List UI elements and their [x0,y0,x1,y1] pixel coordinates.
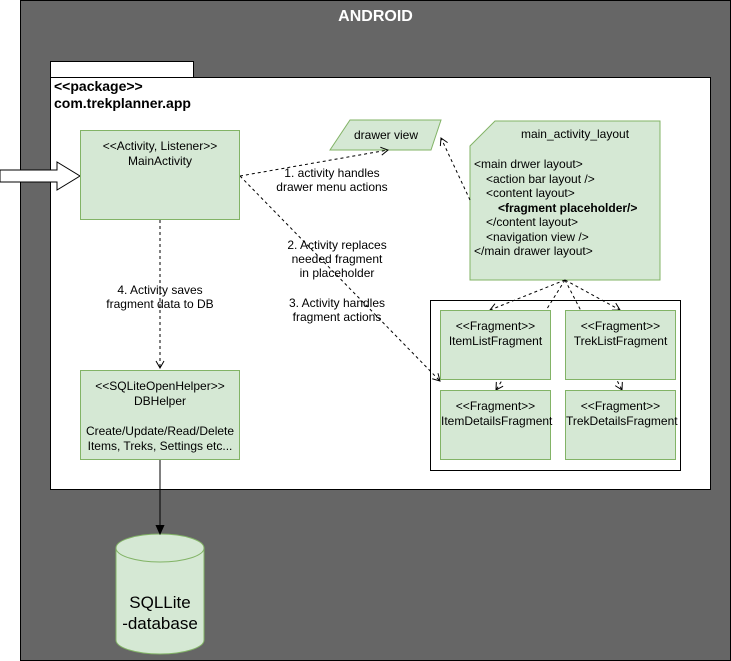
edge-label-2-line3: in placeholder [299,266,375,280]
item-list-fragment-box: <<Fragment>> ItemListFragment [440,310,551,380]
android-title: ANDROID [338,8,413,25]
fragment-name: TrekDetailsFragment [566,414,678,428]
main-activity-name: MainActivity [127,154,192,168]
dbhelper-box: <<SQLiteOpenHelper>> DBHelper Create/Upd… [80,370,240,460]
fragment-stereotype: <<Fragment>> [580,399,661,413]
layout-line: <navigation view /> [486,229,589,244]
edge-label-1-line2: drawer menu actions [276,180,388,194]
drawer-view-shape [329,119,442,151]
fragment-stereotype: <<Fragment>> [455,399,536,413]
edge-label-2-line1: 2. Activity replaces [287,238,387,252]
connector-layout-drawer [439,137,471,201]
item-details-fragment-box: <<Fragment>> ItemDetailsFragment [440,390,553,460]
database-line1: SQLLite [129,593,191,612]
layout-line: </content layout> [486,215,579,229]
package-stereotype: <<package>> [54,78,143,94]
package-name: com.trekplanner.app [54,95,191,111]
edge-label-3-line2: fragment actions [292,310,382,324]
database-label: SQLLite -database [116,592,204,634]
main-activity-stereotype: <<Activity, Listener>> [102,139,218,153]
trek-list-fragment-box: <<Fragment>> TrekListFragment [565,310,676,380]
edge-label-2-line2: needed fragment [291,252,383,266]
edge-label-1: 1. activity handles drawer menu actions [262,166,402,194]
edge-label-3: 3. Activity handles fragment actions [267,296,407,324]
edge-label-1-line1: 1. activity handles [284,166,380,180]
fragment-stereotype: <<Fragment>> [455,319,536,333]
layout-line: </main drawer layout> [474,244,593,258]
entry-arrow [0,161,81,191]
dbhelper-name: DBHelper [133,394,187,408]
fragment-name: ItemListFragment [448,334,543,348]
edge-label-4-line1: 4. Activity saves [117,283,203,297]
layout-line: <content layout> [486,186,575,200]
edge-label-3-line1: 3. Activity handles [288,296,386,310]
connector-layout-itemlist [489,279,566,312]
layout-line: <action bar layout /> [486,171,595,186]
edge-label-4: 4. Activity saves fragment data to DB [90,283,230,311]
fragment-name: TrekListFragment [573,334,668,348]
trek-details-fragment-box: <<Fragment>> TrekDetailsFragment [565,390,678,460]
fragment-name: ItemDetailsFragment [441,414,553,428]
main-activity-layout-lines: <main drwer layout><action bar layout />… [474,157,637,259]
dbhelper-desc-line1: Create/Update/Read/Delete [85,424,235,438]
layout-line: <fragment placeholder/> [498,200,638,215]
database-cylinder [115,533,205,655]
dbhelper-stereotype: <<SQLiteOpenHelper>> [95,379,225,393]
main-activity-layout-title: main_activity_layout [520,127,630,141]
edge-label-2: 2. Activity replaces needed fragment in … [267,238,407,280]
database-line2: -database [122,614,198,633]
fragment-stereotype: <<Fragment>> [580,319,661,333]
edge-label-4-line2: fragment data to DB [106,297,214,311]
connector-activity-drawer [239,146,389,177]
dbhelper-desc-line2: Items, Treks, Settings etc... [87,439,233,453]
main-activity-box: <<Activity, Listener>> MainActivity [80,130,240,220]
layout-line: <main drwer layout> [474,157,583,171]
connector-layout-treklist [564,279,621,311]
drawer-view-label: drawer view [353,128,419,142]
